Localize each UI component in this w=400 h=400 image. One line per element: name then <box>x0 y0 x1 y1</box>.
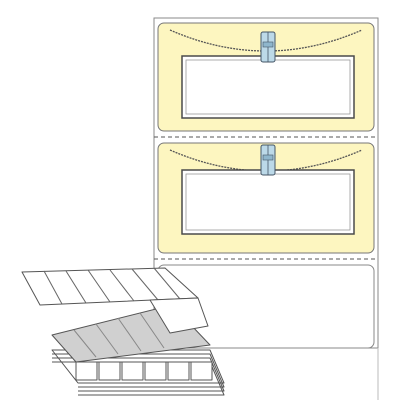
fold-flap <box>149 297 209 334</box>
fanfold-stack <box>21 267 225 396</box>
string-icon <box>169 29 363 52</box>
clothespin-icon <box>260 144 276 176</box>
clothespin-icon <box>260 31 276 63</box>
label-2 <box>157 142 375 254</box>
stack-front-panels <box>75 361 213 381</box>
label-1 <box>157 22 375 132</box>
string-icon <box>169 149 363 172</box>
card-frame-icon <box>181 55 355 119</box>
card-frame-icon <box>181 169 355 235</box>
